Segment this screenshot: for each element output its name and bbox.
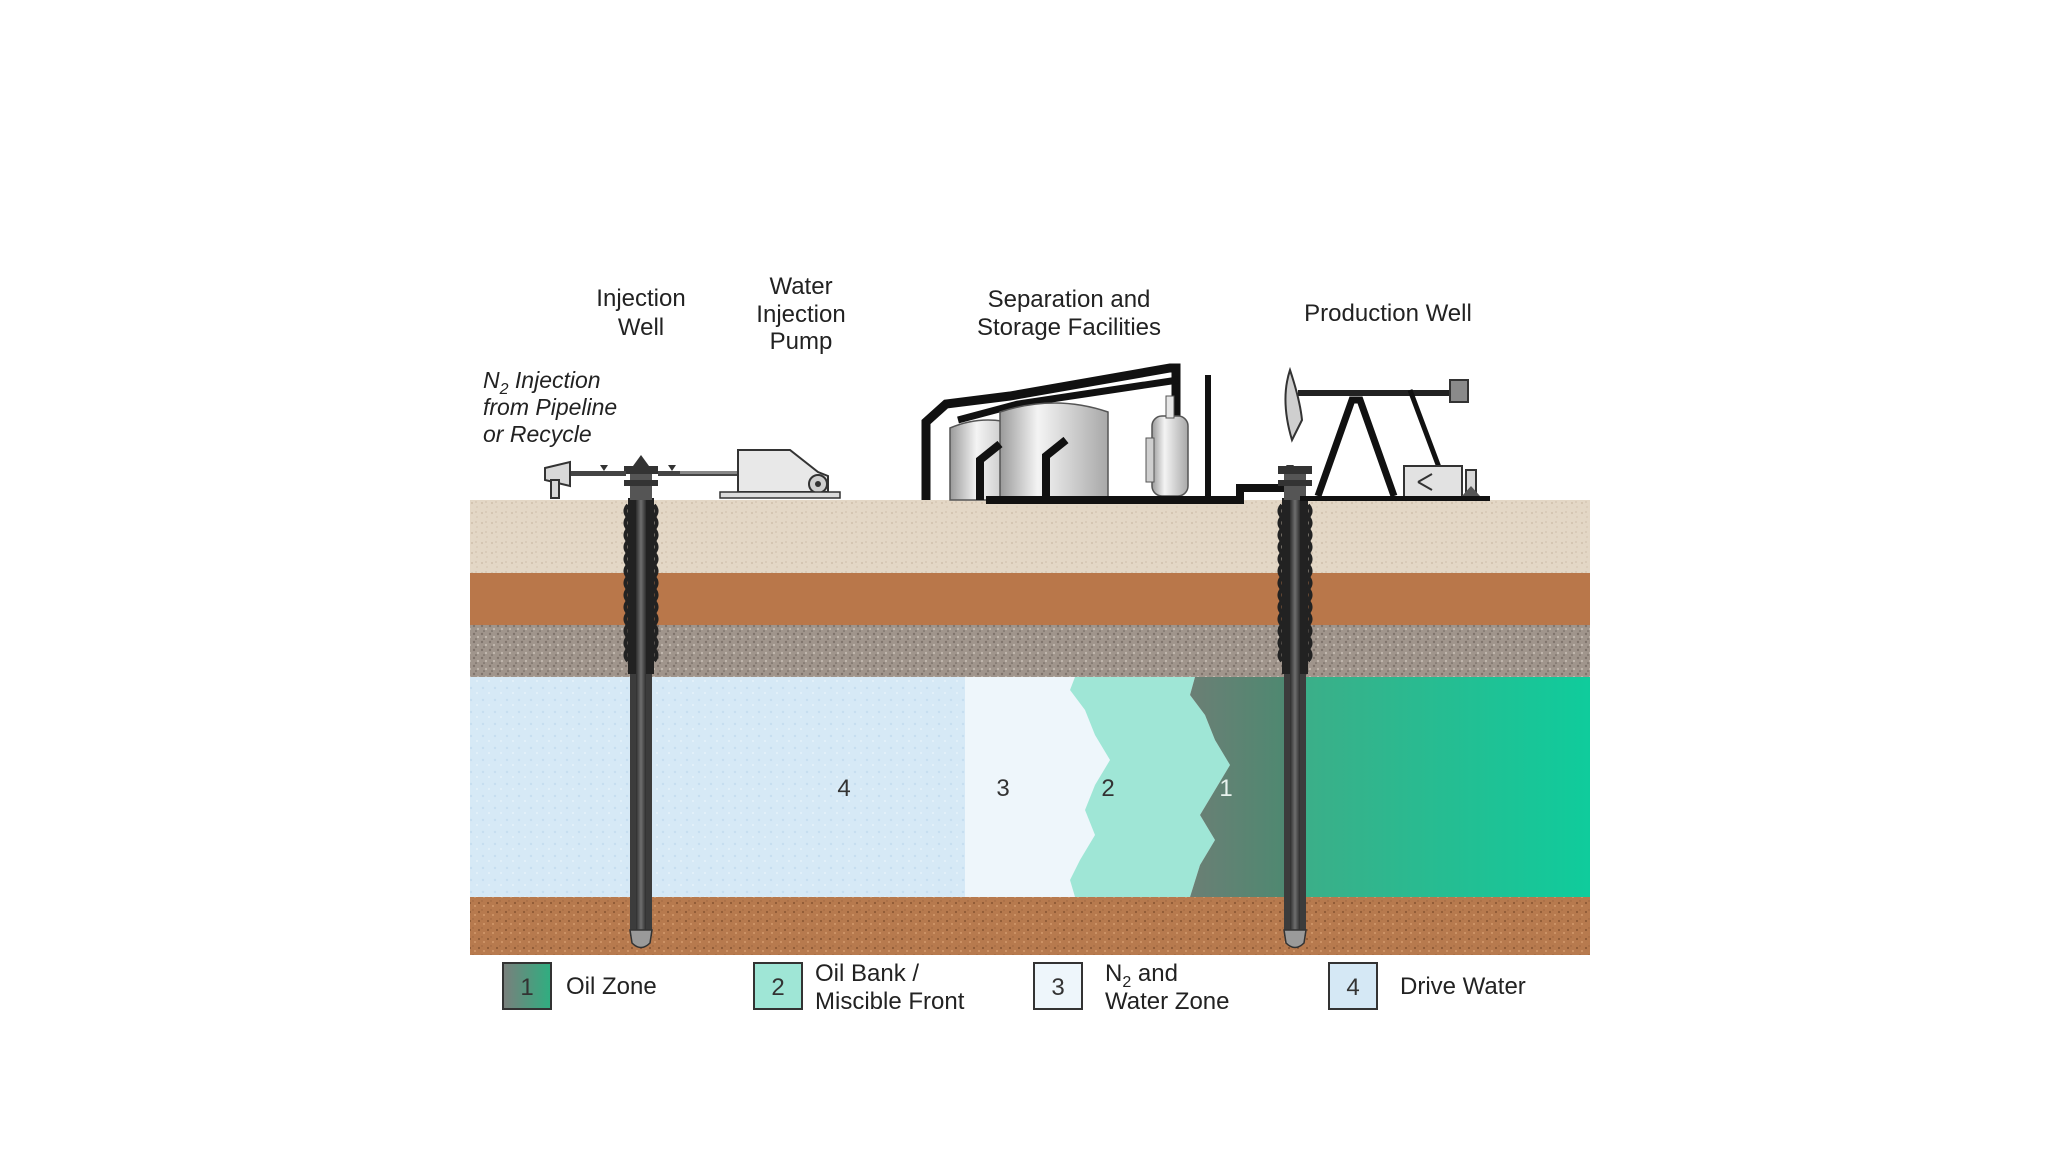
svg-text:Oil Bank /: Oil Bank / bbox=[815, 960, 919, 987]
water-pump-label-line1: Water bbox=[769, 273, 832, 300]
injection-well-label-line2: Well bbox=[618, 314, 664, 341]
zone-label-4: 4 bbox=[837, 775, 850, 802]
legend-item-n2-water: 3 N2 and Water Zone bbox=[1033, 960, 1230, 1015]
separation-label-line2: Storage Facilities bbox=[977, 314, 1161, 341]
producing-reservoir bbox=[1300, 677, 1590, 897]
bottom-rock-layer bbox=[470, 897, 1590, 955]
oil-bank-zone bbox=[1070, 677, 1230, 897]
svg-text:Oil Zone: Oil Zone bbox=[566, 973, 657, 1000]
legend-item-oil-bank: 2 Oil Bank / Miscible Front bbox=[753, 960, 965, 1015]
svg-text:Drive Water: Drive Water bbox=[1400, 973, 1526, 1000]
production-well-label: Production Well bbox=[1304, 300, 1472, 327]
n2-water-zone bbox=[965, 677, 1110, 897]
svg-text:Water Zone: Water Zone bbox=[1105, 988, 1230, 1015]
water-pump-label-line3: Pump bbox=[770, 328, 833, 355]
separation-label-line1: Separation and bbox=[988, 286, 1151, 313]
water-injection-pump bbox=[719, 449, 841, 499]
injection-well-label-line1: Injection bbox=[596, 285, 685, 312]
n2-injection-label-line2: from Pipeline bbox=[483, 394, 617, 420]
svg-text:2: 2 bbox=[771, 974, 784, 1001]
zone-label-3: 3 bbox=[996, 775, 1009, 802]
svg-text:1: 1 bbox=[520, 974, 533, 1001]
water-pump-label-line2: Injection bbox=[756, 301, 845, 328]
zone-label-2: 2 bbox=[1101, 775, 1114, 802]
legend-item-drive-water: 4 Drive Water bbox=[1328, 962, 1526, 1010]
separation-storage-facilities bbox=[921, 363, 1284, 504]
legend-item-oil-zone: 1 Oil Zone bbox=[502, 962, 657, 1010]
n2-injection-label-line3: or Recycle bbox=[483, 421, 592, 447]
svg-text:N2 and: N2 and bbox=[1105, 960, 1178, 991]
drive-water-zone bbox=[470, 677, 970, 897]
production-well bbox=[1277, 366, 1490, 949]
zone-label-1: 1 bbox=[1219, 775, 1232, 802]
svg-text:4: 4 bbox=[1346, 974, 1359, 1001]
legend: 1 Oil Zone 2 Oil Bank / Miscible Front 3… bbox=[502, 960, 1526, 1015]
n2-injection-label-line1: N2 Injection bbox=[483, 367, 601, 398]
oil-zone bbox=[1190, 677, 1300, 897]
svg-text:Miscible Front: Miscible Front bbox=[815, 988, 965, 1015]
injection-well bbox=[544, 455, 740, 949]
svg-text:3: 3 bbox=[1051, 974, 1064, 1001]
